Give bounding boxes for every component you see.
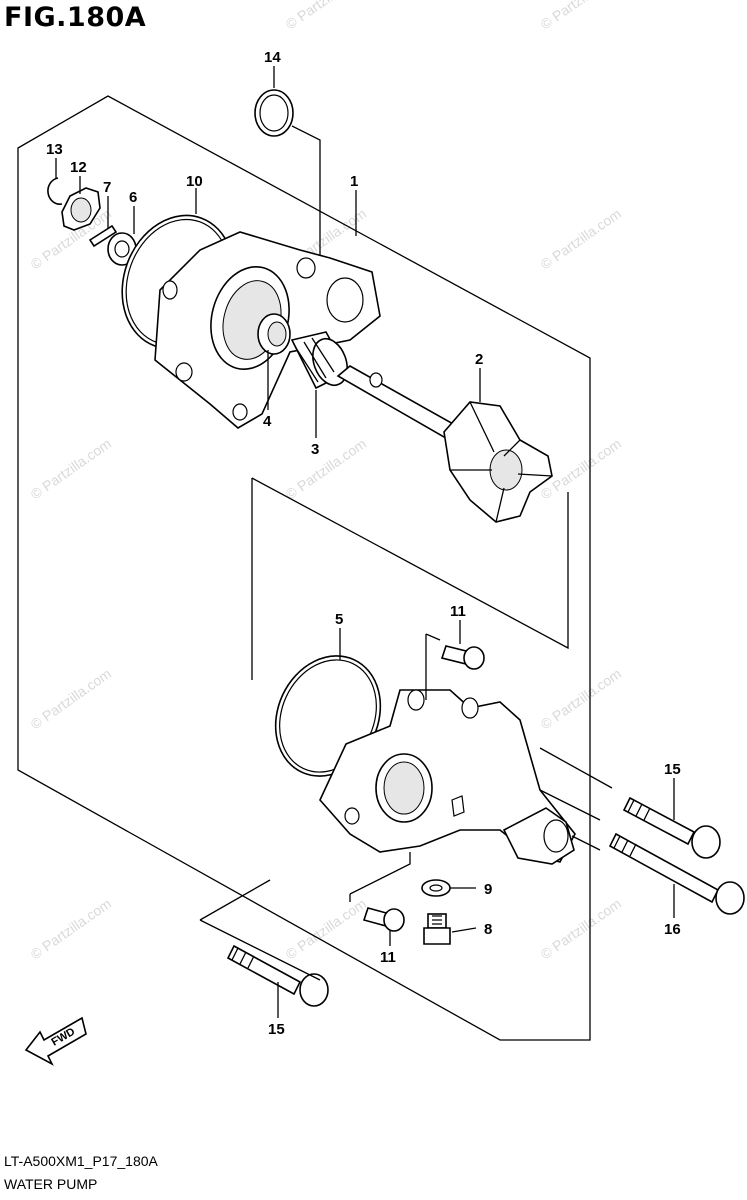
watermark: © Partzilla.com bbox=[28, 435, 114, 502]
callout-12: 12 bbox=[70, 159, 87, 176]
pump-case-body bbox=[319, 689, 576, 865]
part-15-bolt-right bbox=[622, 796, 721, 859]
leader-lines-right bbox=[539, 747, 613, 851]
watermark: © Partzilla.com bbox=[538, 665, 624, 732]
figure-code: LT-A500XM1_P17_180A bbox=[4, 1153, 158, 1169]
part-16-long-bolt bbox=[608, 832, 745, 915]
callout-2: 2 bbox=[475, 351, 483, 368]
part-6-washer bbox=[107, 232, 137, 266]
callout-15-right: 15 bbox=[664, 761, 681, 778]
callout-10: 10 bbox=[186, 173, 203, 190]
watermark: © Partzilla.com bbox=[28, 895, 114, 962]
part-11-bolt-lower bbox=[349, 852, 411, 932]
watermark: © Partzilla.com bbox=[283, 895, 369, 962]
part-15-bolt-left bbox=[199, 879, 329, 1007]
part-14-o-ring bbox=[254, 89, 321, 258]
part-2-impeller bbox=[336, 365, 553, 523]
callout-6: 6 bbox=[129, 189, 137, 206]
figure-name: WATER PUMP bbox=[4, 1176, 98, 1192]
fwd-arrow: FWD bbox=[24, 1016, 87, 1066]
part-4-oil-seal bbox=[257, 313, 291, 355]
watermark: © Partzilla.com bbox=[283, 0, 369, 32]
watermark: © Partzilla.com bbox=[538, 0, 624, 32]
callout-13: 13 bbox=[46, 141, 63, 158]
watermark: © Partzilla.com bbox=[538, 205, 624, 272]
callout-11-upper: 11 bbox=[450, 603, 466, 620]
part-12-gear bbox=[61, 187, 101, 231]
callout-leaders bbox=[55, 66, 675, 1018]
watermark: © Partzilla.com bbox=[538, 895, 624, 962]
part-7-pin bbox=[88, 224, 118, 248]
callout-labels: 1 2 3 4 5 6 7 8 9 10 11 11 12 13 14 15 1… bbox=[46, 49, 681, 1038]
part-9-washer bbox=[421, 879, 451, 897]
callout-16: 16 bbox=[664, 921, 681, 938]
callout-4: 4 bbox=[263, 413, 272, 430]
part-8-drain-bolt bbox=[423, 913, 451, 945]
watermark: © Partzilla.com bbox=[283, 435, 369, 502]
callout-9: 9 bbox=[484, 881, 492, 898]
callout-8: 8 bbox=[484, 921, 492, 938]
part-11-bolt-upper bbox=[425, 633, 485, 700]
figure-title: FIG.180A bbox=[4, 2, 147, 33]
callout-1: 1 bbox=[350, 173, 358, 190]
callout-3: 3 bbox=[311, 441, 319, 458]
callout-11-lower: 11 bbox=[380, 949, 396, 966]
callout-7: 7 bbox=[103, 179, 111, 196]
callout-15-left: 15 bbox=[268, 1021, 285, 1038]
watermark: © Partzilla.com bbox=[28, 665, 114, 732]
callout-5: 5 bbox=[335, 611, 343, 628]
callout-14: 14 bbox=[264, 49, 281, 66]
assembly-frame bbox=[17, 95, 591, 1041]
impeller-link-frame bbox=[251, 477, 569, 680]
part-13-circlip bbox=[47, 177, 63, 205]
